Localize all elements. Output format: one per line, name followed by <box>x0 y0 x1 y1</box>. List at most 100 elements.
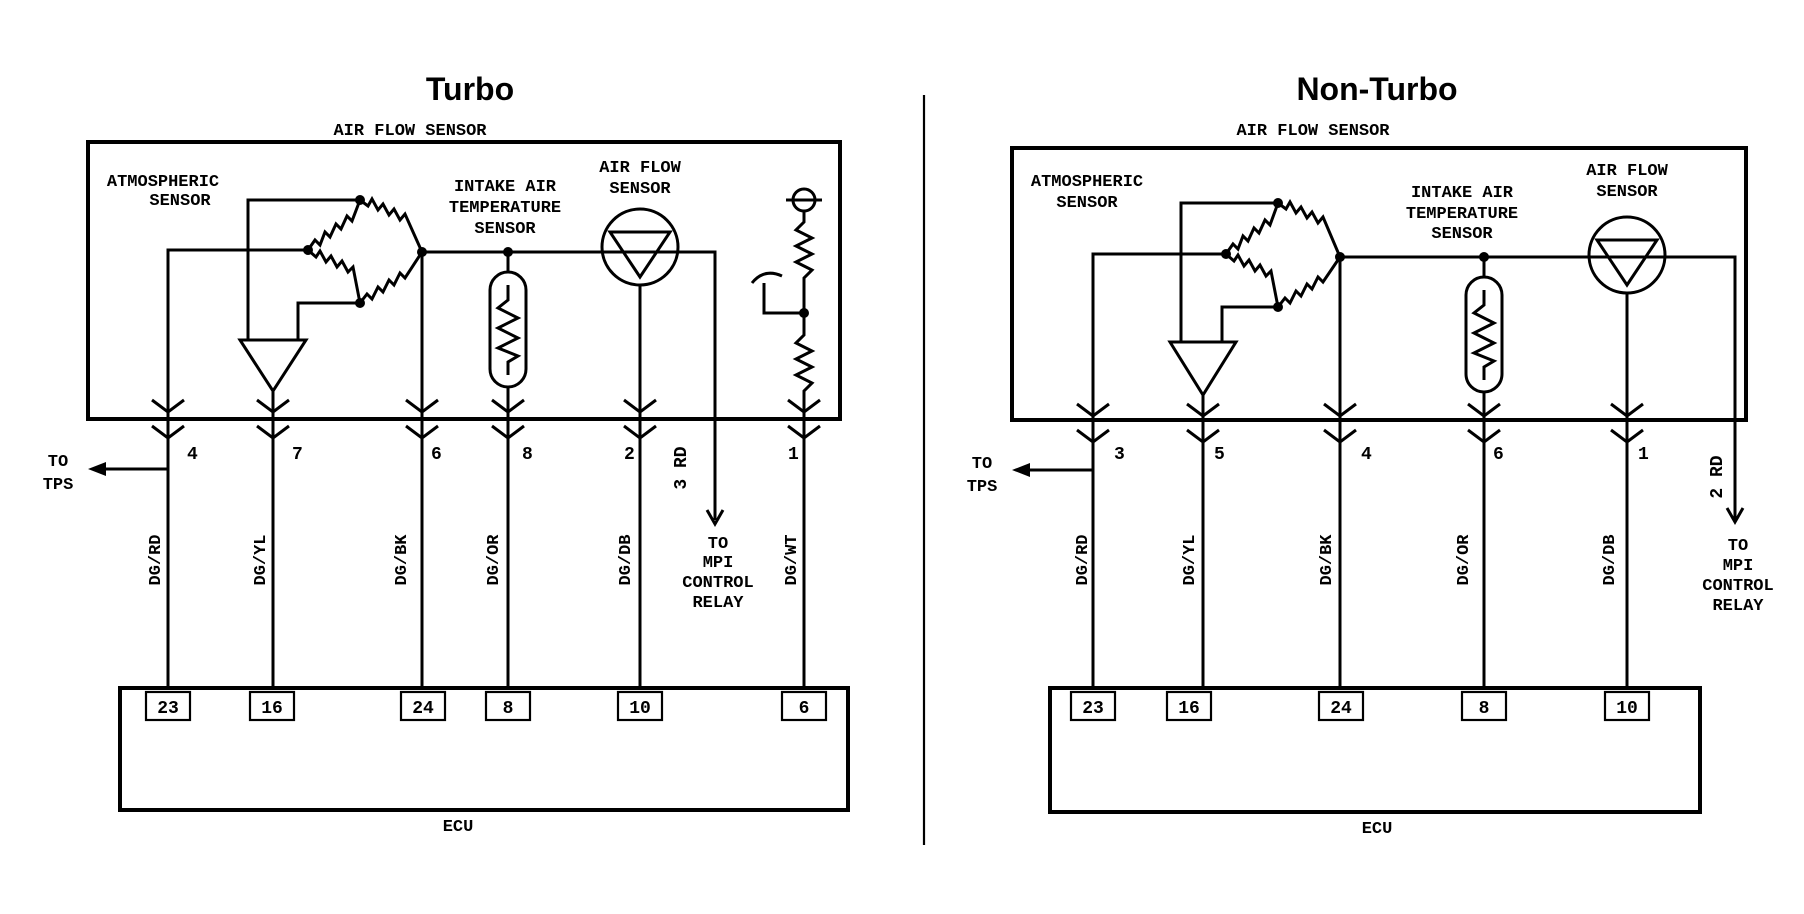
svg-text:SENSOR: SENSOR <box>1596 183 1658 202</box>
svg-text:23: 23 <box>157 699 179 719</box>
nonturbo-intake-air-temp-thermistor-icon <box>1464 275 1504 394</box>
svg-text:TEMPERATURE: TEMPERATURE <box>449 199 561 218</box>
svg-text:TO: TO <box>972 455 992 474</box>
svg-text:RELAY: RELAY <box>1712 597 1764 616</box>
nonturbo-wire-color: DG/OR <box>1455 534 1474 586</box>
turbo-tps-arrow-icon <box>88 462 106 476</box>
nonturbo-conn-pin: 1 <box>1638 445 1649 465</box>
svg-text:TO: TO <box>48 453 68 472</box>
nonturbo-wire-color: DG/BK <box>1318 534 1337 586</box>
turbo-conn-pin: 7 <box>292 445 303 465</box>
nonturbo-conn-pin-rd: 2 RD <box>1708 455 1728 498</box>
svg-text:24: 24 <box>1330 699 1352 719</box>
turbo-intake-air-temp-thermistor-icon <box>488 270 528 389</box>
svg-text:10: 10 <box>629 699 651 719</box>
nonturbo-ecu-box <box>1048 686 1702 814</box>
turbo-potentiometer-icon <box>750 187 822 420</box>
nonturbo-to-tps-label: TO TPS <box>967 455 998 497</box>
svg-text:TPS: TPS <box>43 476 74 495</box>
svg-text:INTAKE AIR: INTAKE AIR <box>1411 184 1514 203</box>
turbo-conn-pin: 8 <box>522 445 533 465</box>
turbo-to-tps-label: TO TPS <box>43 453 74 495</box>
turbo-atm-sensor-label: ATMOSPHERIC SENSOR <box>107 173 219 211</box>
turbo-mpi-arrow-icon <box>705 509 725 528</box>
svg-text:10: 10 <box>1616 699 1638 719</box>
turbo-air-flow-sensor-icon <box>600 207 680 287</box>
nonturbo-atm-amplifier-icon <box>1167 340 1239 398</box>
svg-text:ATMOSPHERIC: ATMOSPHERIC <box>1031 173 1143 192</box>
svg-text:MPI: MPI <box>703 554 734 573</box>
svg-text:SENSOR: SENSOR <box>1056 194 1118 213</box>
svg-text:16: 16 <box>1178 699 1200 719</box>
turbo-bridge-resistor-icon <box>246 195 427 340</box>
nonturbo-ecu-label: ECU <box>1362 820 1393 839</box>
nonturbo-conn-pin: 4 <box>1361 445 1372 465</box>
turbo-ecu-box <box>118 686 850 812</box>
turbo-panel: Turbo AIR FLOW SENSOR ATMOSPHERIC SENSOR… <box>43 71 850 837</box>
svg-text:RELAY: RELAY <box>692 594 744 613</box>
svg-text:SENSOR: SENSOR <box>1431 225 1493 244</box>
nonturbo-connector-chevrons <box>1076 402 1644 444</box>
svg-text:TEMPERATURE: TEMPERATURE <box>1406 205 1518 224</box>
turbo-wire-color: DG/WT <box>783 534 802 585</box>
nonturbo-wire-color: DG/RD <box>1074 534 1093 585</box>
nonturbo-wire-color: DG/YL <box>1181 534 1200 585</box>
nonturbo-ecu-pins: 23 16 24 8 10 <box>1069 690 1651 722</box>
svg-text:TO: TO <box>708 535 728 554</box>
nonturbo-conn-pin: 3 <box>1114 445 1125 465</box>
turbo-ecu-pins: 23 16 24 8 10 6 <box>144 690 828 722</box>
svg-text:8: 8 <box>1479 699 1490 719</box>
nonturbo-mpi-arrow-icon <box>1725 507 1745 526</box>
turbo-af-sensor-label: AIR FLOW SENSOR <box>599 159 681 199</box>
svg-text:16: 16 <box>261 699 283 719</box>
svg-text:TO: TO <box>1728 537 1748 556</box>
svg-text:MPI: MPI <box>1723 557 1754 576</box>
nonturbo-iat-sensor-label: INTAKE AIR TEMPERATURE SENSOR <box>1406 184 1518 244</box>
turbo-wire-color: DG/YL <box>252 534 271 585</box>
nonturbo-wire-color: DG/DB <box>1601 534 1620 585</box>
turbo-wire-color: DG/RD <box>147 534 166 585</box>
nonturbo-to-mpi-label: TO MPI CONTROL RELAY <box>1702 537 1773 616</box>
nonturbo-panel: Non-Turbo AIR FLOW SENSOR ATMOSPHERIC SE… <box>967 71 1774 839</box>
turbo-conn-pin-rd: 3 RD <box>672 446 692 489</box>
turbo-conn-pin: 4 <box>187 445 198 465</box>
nonturbo-air-flow-sensor-icon <box>1587 215 1667 295</box>
nonturbo-bridge-resistor-icon <box>1179 198 1345 342</box>
turbo-conn-pin: 6 <box>431 445 442 465</box>
svg-text:ATMOSPHERIC: ATMOSPHERIC <box>107 173 219 192</box>
svg-text:TPS: TPS <box>967 478 998 497</box>
svg-text:AIR FLOW: AIR FLOW <box>599 159 681 178</box>
turbo-wire-color: DG/BK <box>393 534 412 586</box>
turbo-conn-pin: 1 <box>788 445 799 465</box>
turbo-wire-color: DG/OR <box>485 534 504 586</box>
svg-text:23: 23 <box>1082 699 1104 719</box>
svg-text:24: 24 <box>412 699 434 719</box>
nonturbo-conn-pin: 6 <box>1493 445 1504 465</box>
svg-text:CONTROL: CONTROL <box>1702 577 1773 596</box>
turbo-conn-pin: 2 <box>624 445 635 465</box>
turbo-atm-amplifier-icon <box>237 338 309 394</box>
svg-text:SENSOR: SENSOR <box>474 220 536 239</box>
turbo-wire-color: DG/DB <box>617 534 636 585</box>
turbo-to-mpi-label: TO MPI CONTROL RELAY <box>682 535 753 613</box>
svg-text:SENSOR: SENSOR <box>609 180 671 199</box>
turbo-air-flow-sensor-box <box>86 140 842 421</box>
nonturbo-conn-pin: 5 <box>1214 445 1225 465</box>
turbo-iat-sensor-label: INTAKE AIR TEMPERATURE SENSOR <box>449 178 561 239</box>
svg-text:SENSOR: SENSOR <box>149 192 211 211</box>
svg-text:INTAKE AIR: INTAKE AIR <box>454 178 557 197</box>
svg-text:8: 8 <box>503 699 514 719</box>
nonturbo-tps-arrow-icon <box>1012 463 1030 477</box>
nonturbo-atm-sensor-label: ATMOSPHERIC SENSOR <box>1031 173 1143 213</box>
turbo-title: Turbo <box>426 71 514 107</box>
nonturbo-title: Non-Turbo <box>1296 71 1457 107</box>
nonturbo-af-sensor-label: AIR FLOW SENSOR <box>1586 162 1668 202</box>
svg-text:6: 6 <box>799 699 810 719</box>
nonturbo-sensor-box-label: AIR FLOW SENSOR <box>1236 122 1390 141</box>
turbo-sensor-box-label: AIR FLOW SENSOR <box>333 122 487 141</box>
svg-text:AIR FLOW: AIR FLOW <box>1586 162 1668 181</box>
turbo-ecu-label: ECU <box>443 818 474 837</box>
svg-text:CONTROL: CONTROL <box>682 574 753 593</box>
nonturbo-air-flow-sensor-box <box>1010 146 1748 422</box>
